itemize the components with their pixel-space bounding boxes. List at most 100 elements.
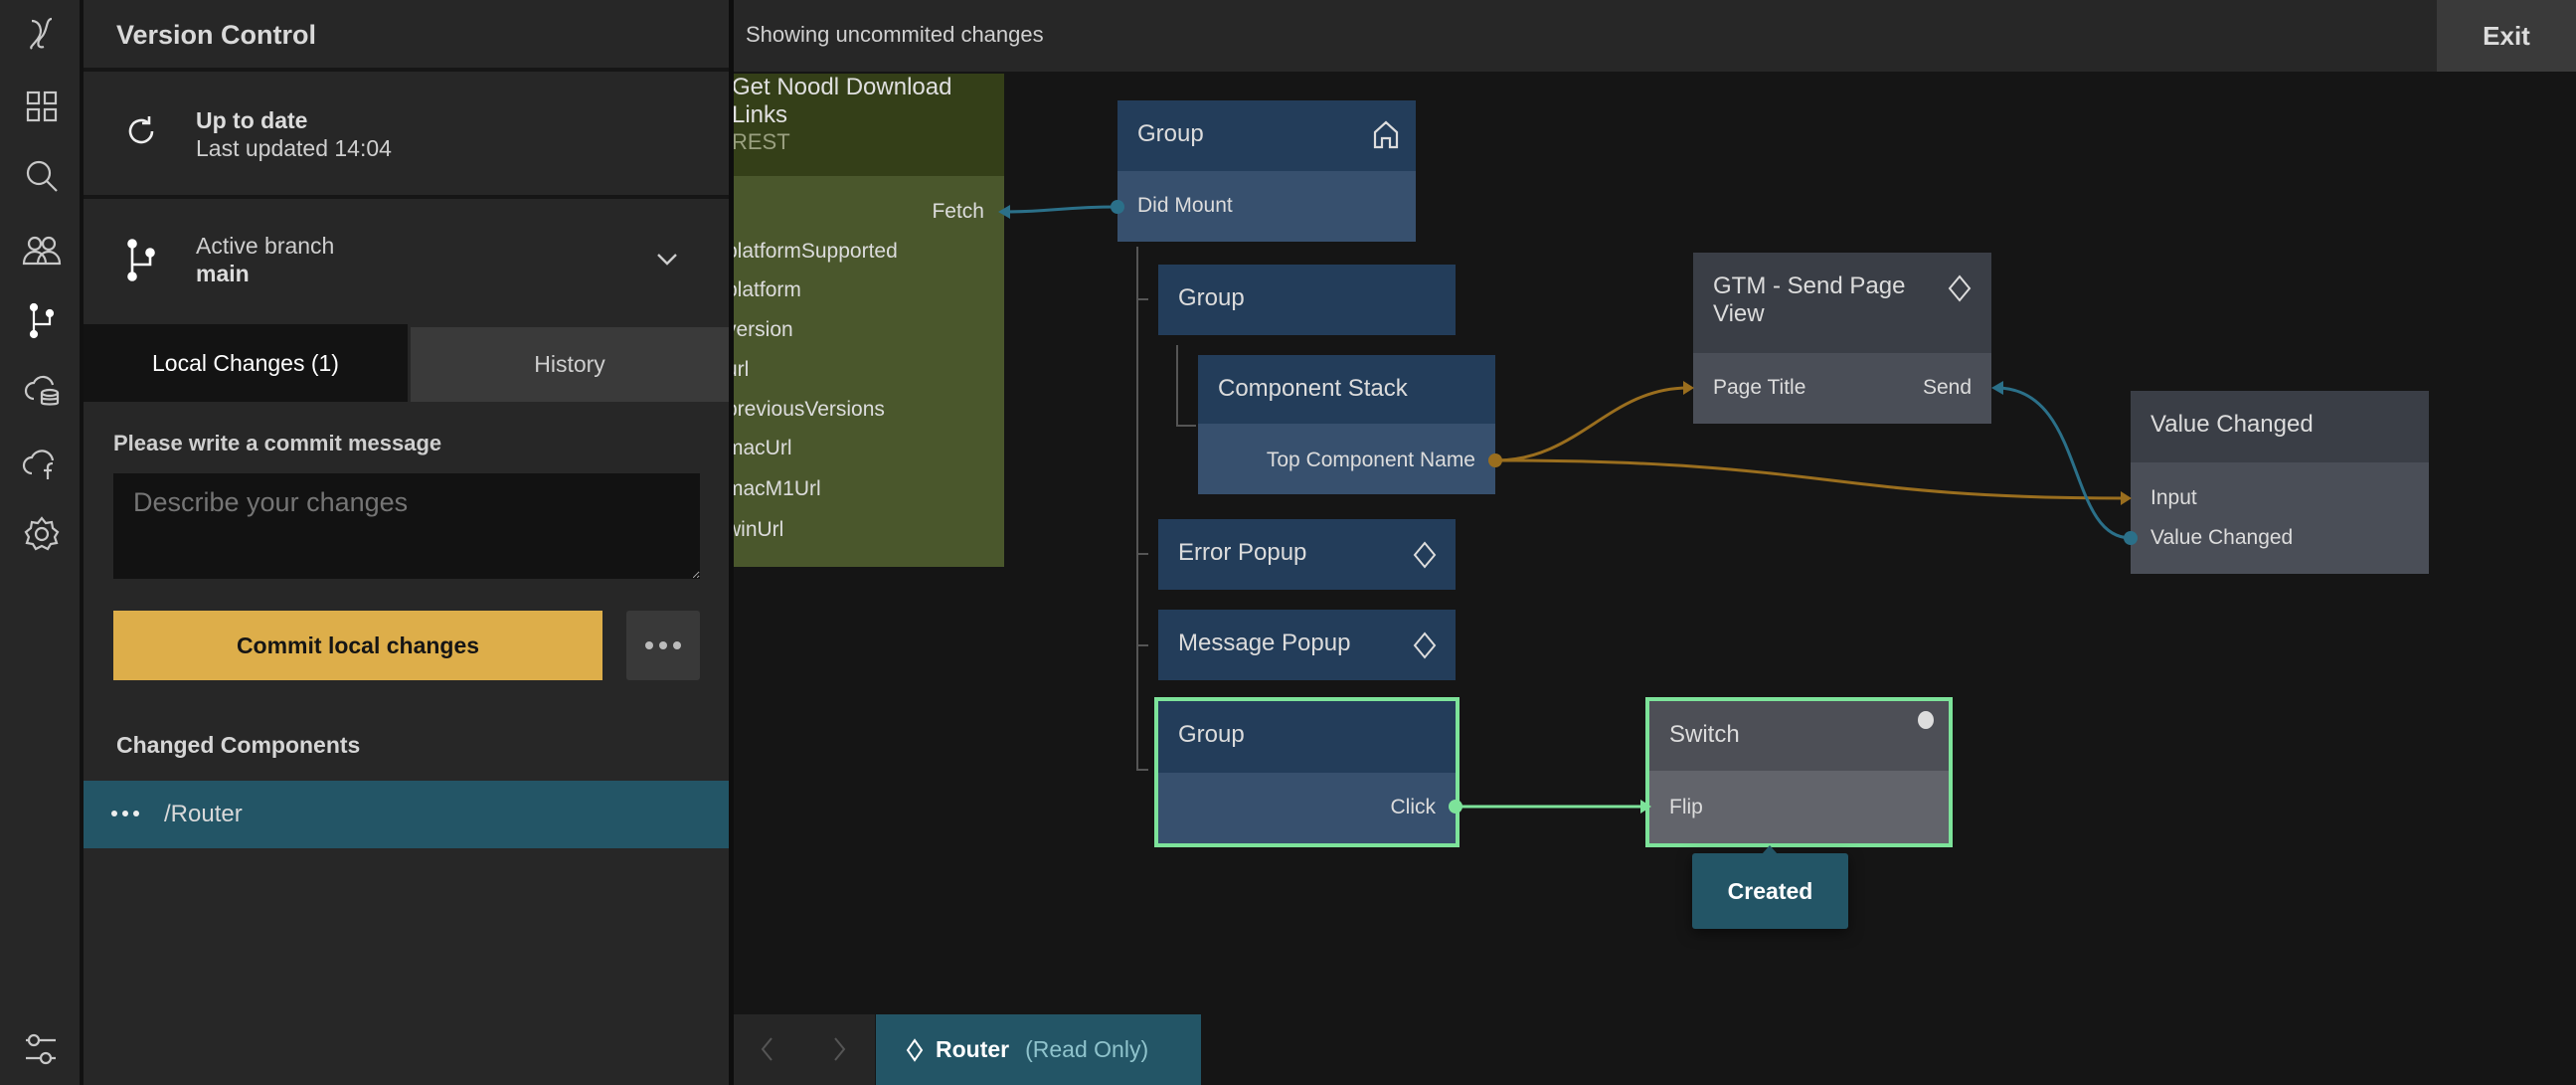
chevron-down-icon[interactable] (656, 253, 678, 267)
node-rest[interactable]: Get Noodl Download Links REST Fetch plat… (734, 74, 1004, 567)
node-title: GTM - Send Page View (1693, 253, 1991, 353)
branch-name: main (196, 261, 250, 287)
node-title: Group (1117, 100, 1416, 171)
commit-message-input[interactable] (113, 473, 700, 579)
node-title: Message Popup (1158, 610, 1456, 677)
back-arrow-icon[interactable] (760, 1036, 773, 1062)
port[interactable]: url (734, 358, 749, 382)
wire-did-mount-fetch (1002, 207, 1117, 212)
node-title: Group (1158, 701, 1456, 773)
sliders-icon[interactable] (18, 1024, 66, 1072)
forward-arrow-icon[interactable] (833, 1036, 847, 1062)
exit-button[interactable]: Exit (2437, 0, 2576, 72)
node-value-changed[interactable]: Value Changed Input Value Changed (2131, 391, 2429, 574)
settings-icon[interactable] (18, 510, 66, 558)
row-menu-icon[interactable] (111, 811, 139, 816)
node-title: Switch (1649, 701, 1949, 771)
top-bar: Showing uncommited changes Exit (734, 0, 2576, 72)
port[interactable]: winUrl (734, 518, 783, 542)
more-options-button[interactable] (626, 611, 700, 680)
port[interactable]: macM1Url (734, 477, 821, 501)
dot (645, 641, 653, 649)
refresh-icon[interactable] (123, 113, 159, 149)
component-name: Router (936, 1036, 1009, 1063)
node-canvas[interactable]: Get Noodl Download Links REST Fetch plat… (734, 0, 2576, 1085)
sync-status: Up to date Last updated 14:04 (84, 72, 729, 199)
node-error-popup[interactable]: Error Popup (1158, 519, 1456, 590)
node-type: REST (734, 129, 1004, 155)
components-icon[interactable] (18, 83, 66, 130)
node-title: Component Stack (1198, 355, 1495, 424)
tree-line (1136, 298, 1148, 300)
version-control-icon[interactable] (18, 296, 66, 344)
node-title: Value Changed (2131, 391, 2429, 462)
branch-selector[interactable]: Active branch main (84, 199, 729, 324)
change-tooltip: Created (1692, 853, 1848, 929)
node-group[interactable]: Group (1158, 265, 1456, 335)
tab-history[interactable]: History (411, 327, 729, 402)
state-indicator-icon (1918, 711, 1934, 729)
port-flip[interactable]: Flip (1669, 796, 1703, 819)
changed-component-row[interactable]: /Router (84, 781, 729, 848)
port-value-changed[interactable]: Value Changed (2150, 526, 2293, 550)
panel-header: Version Control (84, 0, 729, 72)
tooltip-arrow (1762, 845, 1778, 854)
port-click[interactable]: Click (1391, 796, 1437, 819)
component-diamond-icon (1413, 541, 1437, 569)
wire-stack-page-title (1495, 388, 1688, 460)
branch-icon (123, 239, 159, 282)
wire-arrow (1991, 381, 2003, 395)
port-fetch[interactable]: Fetch (932, 200, 984, 224)
cloud-database-icon[interactable] (18, 367, 66, 415)
port-did-mount[interactable]: Did Mount (1137, 194, 1233, 218)
port[interactable]: platformSupported (734, 240, 898, 264)
node-title: Error Popup (1158, 519, 1456, 587)
version-control-panel: Version Control Up to date Last updated … (84, 0, 729, 1085)
dot (659, 641, 667, 649)
port[interactable]: version (734, 318, 793, 342)
port-input[interactable]: Input (2150, 486, 2197, 510)
node-header: Get Noodl Download Links REST (734, 74, 1004, 176)
port-send[interactable]: Send (1923, 376, 1972, 400)
component-diamond-icon (1413, 632, 1437, 659)
tree-line (1136, 247, 1138, 771)
port[interactable]: previousVersions (734, 398, 885, 422)
node-title: Group (1158, 265, 1456, 332)
cloud-functions-icon[interactable] (18, 440, 66, 487)
node-title: Get Noodl Download Links (734, 74, 960, 129)
node-group-root[interactable]: Group Did Mount (1117, 100, 1416, 242)
home-icon (1372, 119, 1400, 149)
tree-line (1176, 345, 1178, 427)
tree-line (1136, 644, 1148, 646)
commit-message-label: Please write a commit message (113, 431, 441, 456)
node-component-stack[interactable]: Component Stack Top Component Name (1198, 355, 1495, 494)
port-page-title[interactable]: Page Title (1713, 376, 1805, 400)
tree-line (1136, 769, 1148, 771)
commit-button[interactable]: Commit local changes (113, 611, 602, 680)
node-switch[interactable]: Switch Flip (1649, 701, 1949, 843)
node-gtm-send-page-view[interactable]: GTM - Send Page View Page Title Send (1693, 253, 1991, 424)
component-diamond-icon (1948, 274, 1972, 302)
history-nav (734, 1014, 875, 1085)
wire-value-changed-send (1996, 388, 2131, 538)
users-icon[interactable] (18, 226, 66, 273)
wire-stack-input (1495, 460, 2126, 498)
port-top-component-name[interactable]: Top Component Name (1267, 449, 1475, 472)
node-group-click[interactable]: Group Click (1158, 701, 1456, 843)
status-title: Up to date (196, 107, 307, 134)
component-tab[interactable]: Router (Read Only) (876, 1014, 1201, 1085)
port[interactable]: macUrl (734, 437, 792, 460)
component-path: /Router (164, 801, 243, 828)
noodl-logo-icon[interactable] (18, 9, 66, 57)
status-subtitle: Last updated 14:04 (196, 135, 392, 162)
branch-label: Active branch (196, 233, 334, 260)
tree-line (1176, 425, 1196, 427)
component-diamond-icon (906, 1038, 924, 1062)
dot (673, 641, 681, 649)
banner-text: Showing uncommited changes (746, 22, 1044, 48)
search-icon[interactable] (18, 152, 66, 200)
port[interactable]: platform (734, 278, 801, 302)
node-message-popup[interactable]: Message Popup (1158, 610, 1456, 680)
changed-components-heading: Changed Components (116, 732, 360, 759)
tab-local-changes[interactable]: Local Changes (1) (84, 324, 408, 402)
